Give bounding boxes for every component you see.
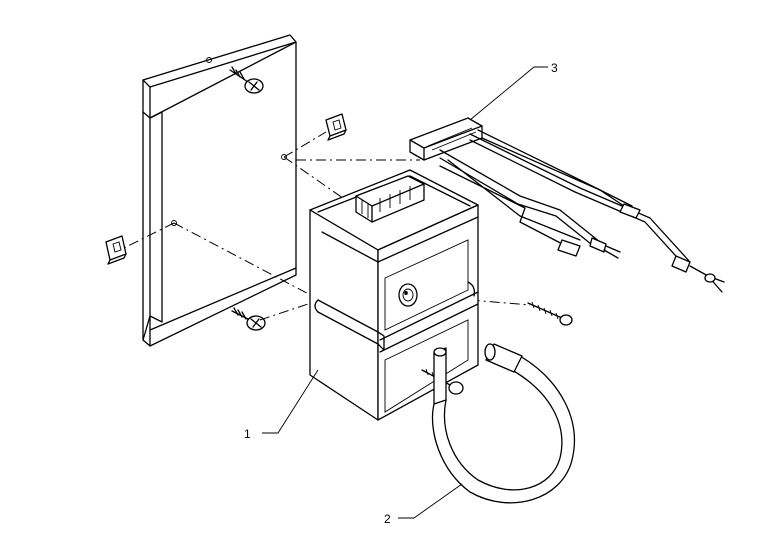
- callout-1: 1: [244, 369, 319, 441]
- callout-2-label: 2: [384, 512, 391, 526]
- mounting-bracket: [142, 34, 297, 347]
- clip-nut-left: [105, 235, 127, 265]
- wiring-harness: [409, 117, 725, 293]
- long-screw-center: [421, 368, 464, 395]
- callout-3-label: 3: [551, 61, 558, 75]
- clip-nut-upper: [325, 113, 347, 141]
- flexible-tube: [431, 343, 576, 504]
- screw-top: [229, 66, 264, 94]
- control-module: [309, 169, 479, 421]
- callout-3: 3: [469, 61, 558, 121]
- callout-1-label: 1: [244, 427, 251, 441]
- long-screw-right: [527, 301, 573, 326]
- callout-2: 2: [384, 483, 463, 526]
- screw-bottom: [231, 307, 266, 331]
